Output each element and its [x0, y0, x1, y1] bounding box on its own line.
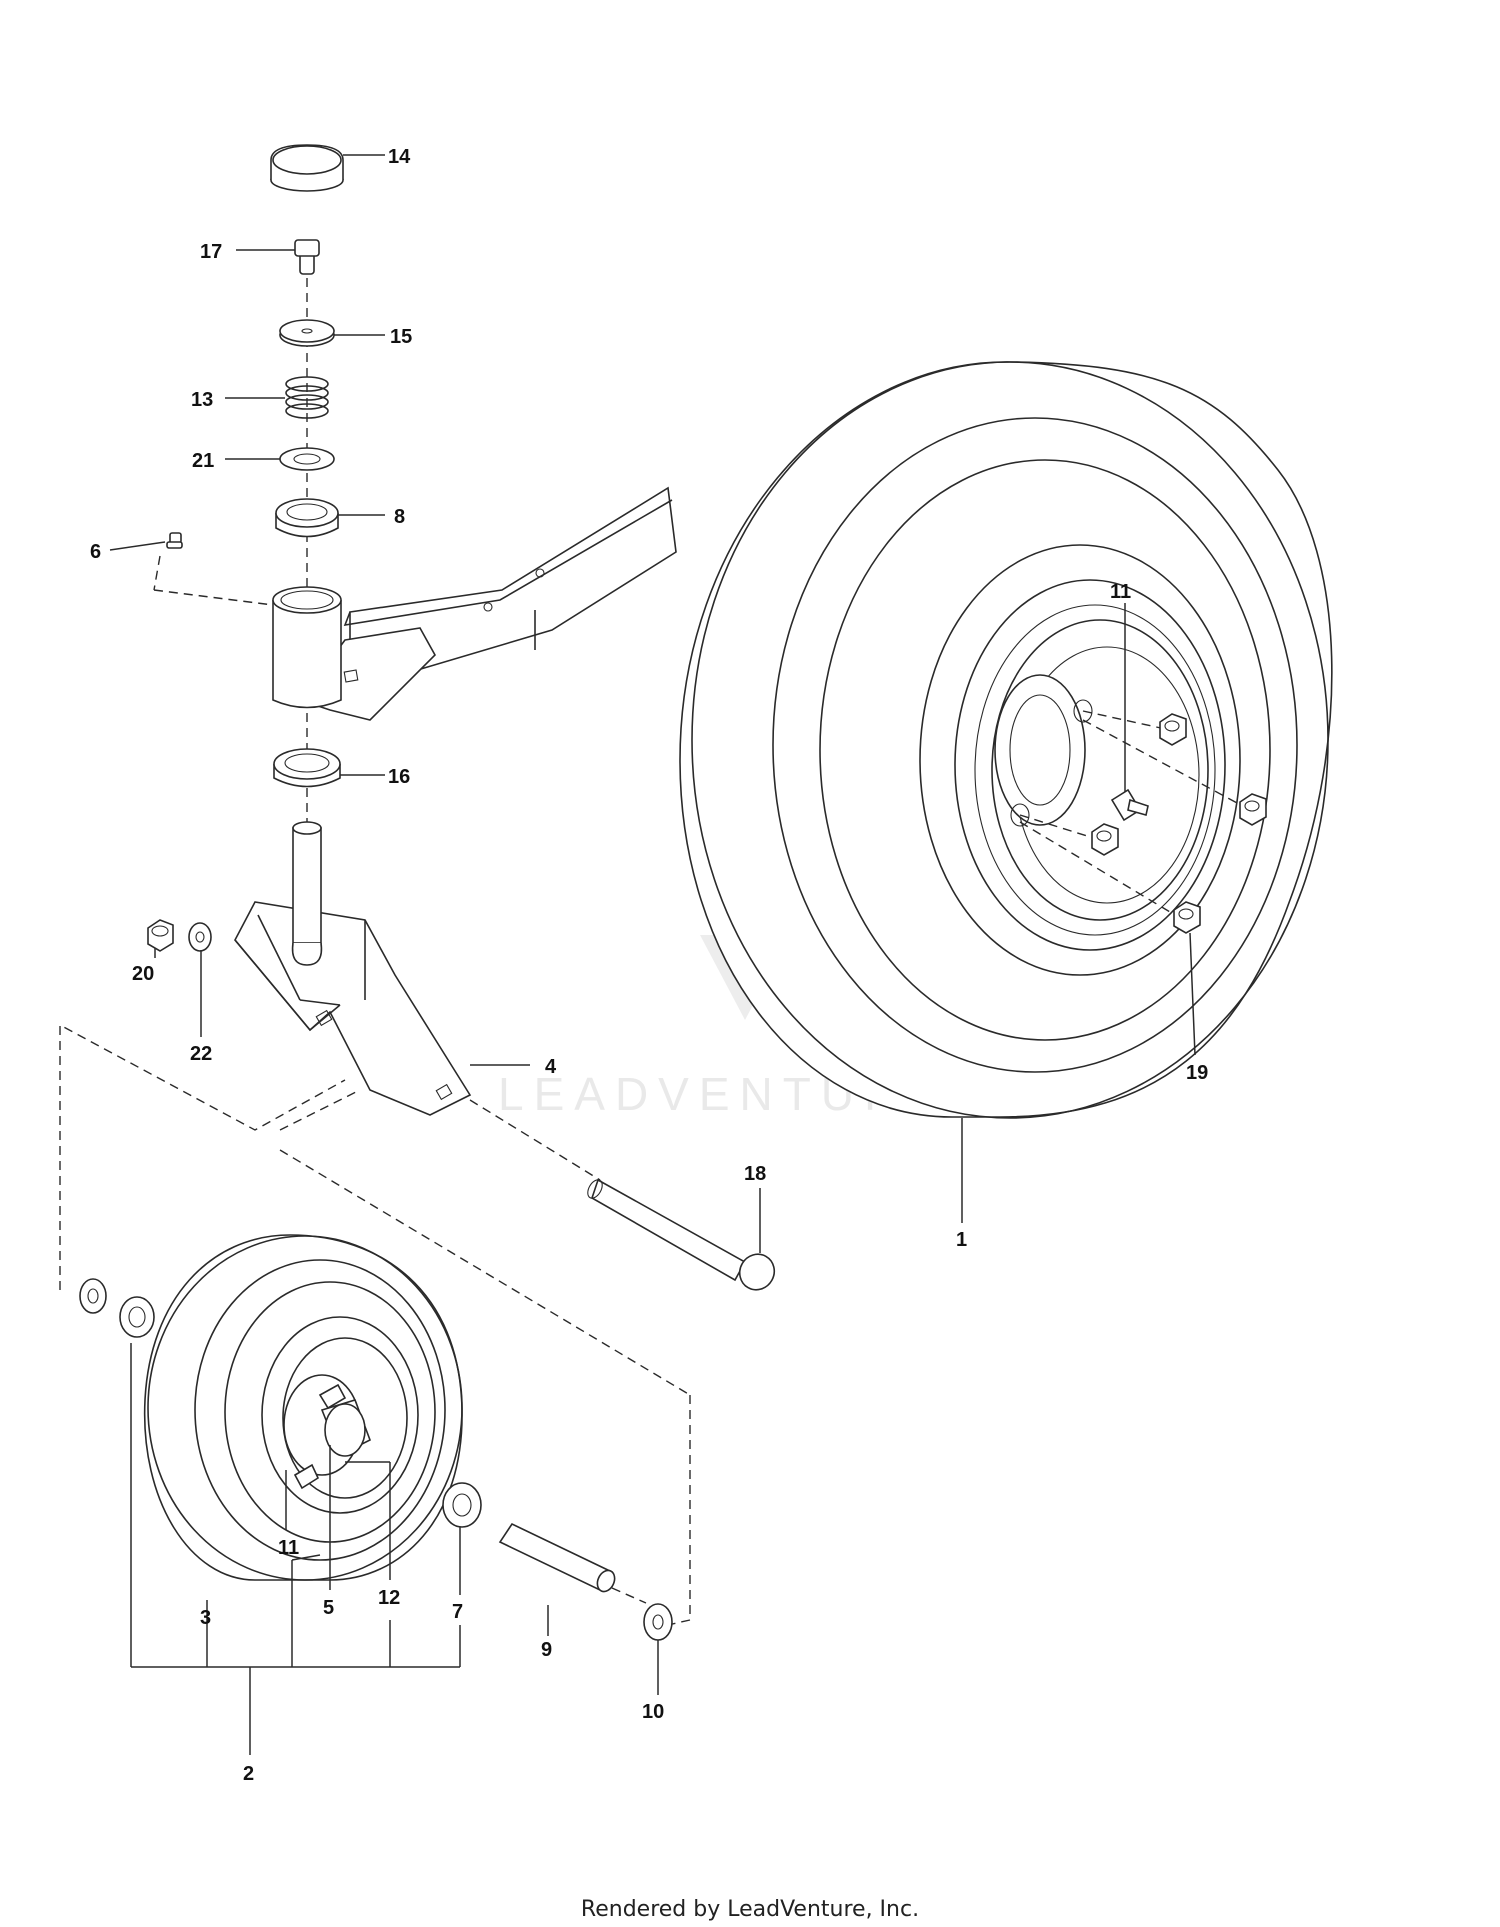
- callout-14: 14: [388, 146, 411, 168]
- callout-18: 18: [744, 1163, 766, 1185]
- callout-2: 2: [243, 1763, 254, 1785]
- spindle-stack: [153, 144, 344, 830]
- callout-17: 17: [200, 241, 222, 263]
- callout-11-large-wheel: 11: [1110, 581, 1131, 603]
- bolt-part: [294, 239, 320, 275]
- upper-bearing-part: [275, 498, 339, 538]
- callout-19: 19: [1186, 1062, 1208, 1084]
- end-spacer-part: [643, 1603, 673, 1641]
- callout-15: 15: [390, 326, 412, 348]
- large-wheel-assembly: [679, 361, 1333, 1119]
- dust-cap-part: [270, 144, 344, 192]
- callout-16: 16: [388, 766, 410, 788]
- lug-nut: [1091, 823, 1119, 856]
- callout-20: 20: [132, 963, 154, 985]
- axle-bolt-part: [587, 1178, 776, 1291]
- bearing-seal-right-part: [442, 1482, 482, 1528]
- fork-washer-part: [188, 922, 212, 952]
- callout-9: 9: [541, 1639, 552, 1661]
- washer-part: [279, 319, 335, 347]
- callout-8: 8: [394, 506, 405, 528]
- callout-22: 22: [190, 1043, 212, 1065]
- callout-11-caster-wheel: 11: [278, 1537, 299, 1559]
- callout-10: 10: [642, 1701, 664, 1723]
- lower-bearing-part: [273, 748, 341, 788]
- lug-nut: [1239, 793, 1267, 826]
- callout-1: 1: [956, 1229, 967, 1251]
- callout-13: 13: [191, 389, 213, 411]
- flat-washer-part: [279, 447, 335, 471]
- callout-labels: 14 17 15 13 21 8 6 16 20 22 4 18 11 19 1…: [90, 146, 1208, 1785]
- spacer-tube-part: [498, 1522, 647, 1604]
- callout-4: 4: [545, 1056, 557, 1078]
- spacer-part: [79, 1278, 107, 1314]
- valve-stem-part: [1110, 788, 1149, 822]
- bearing-seal-part: [119, 1296, 155, 1338]
- callout-5: 5: [323, 1597, 334, 1619]
- lug-nut: [1173, 901, 1201, 934]
- callout-12: 12: [378, 1587, 400, 1609]
- callout-7: 7: [452, 1601, 463, 1623]
- spring-part: [285, 376, 329, 419]
- lock-nut-part: [147, 919, 174, 952]
- frame-arm: [272, 486, 677, 721]
- callout-21: 21: [192, 450, 214, 472]
- lug-nut: [1159, 713, 1187, 746]
- callout-3: 3: [200, 1607, 211, 1629]
- caster-wheel-assembly: [143, 1234, 463, 1581]
- footer-credit: Rendered by LeadVenture, Inc.: [580, 1897, 920, 1922]
- caster-fork: [234, 821, 472, 1116]
- grease-fitting-part: [166, 532, 183, 549]
- callout-6: 6: [90, 541, 101, 563]
- leader-lines: [109, 154, 1196, 1755]
